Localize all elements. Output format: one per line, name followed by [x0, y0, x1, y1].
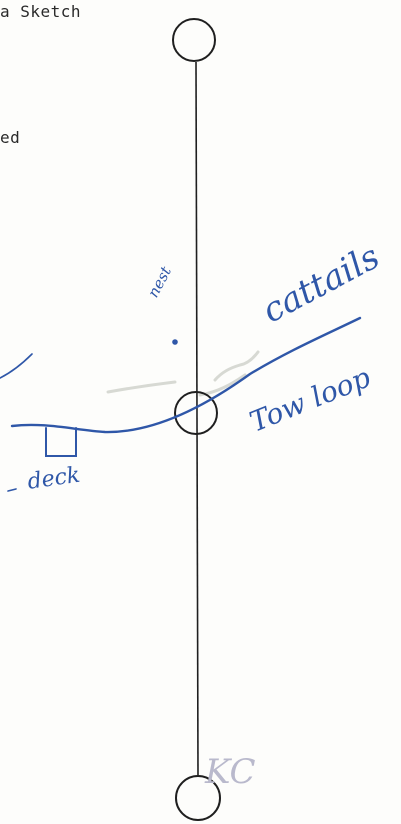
transect-marker-top — [173, 19, 215, 61]
deck-symbol — [46, 428, 76, 456]
faint-scribble — [108, 352, 258, 395]
nest-marker — [172, 339, 178, 345]
deck-leader-mark — [8, 489, 16, 491]
survey-transect-line — [196, 62, 198, 775]
initials-annotation: KC — [205, 752, 256, 792]
blue-stroke-left — [0, 354, 32, 378]
